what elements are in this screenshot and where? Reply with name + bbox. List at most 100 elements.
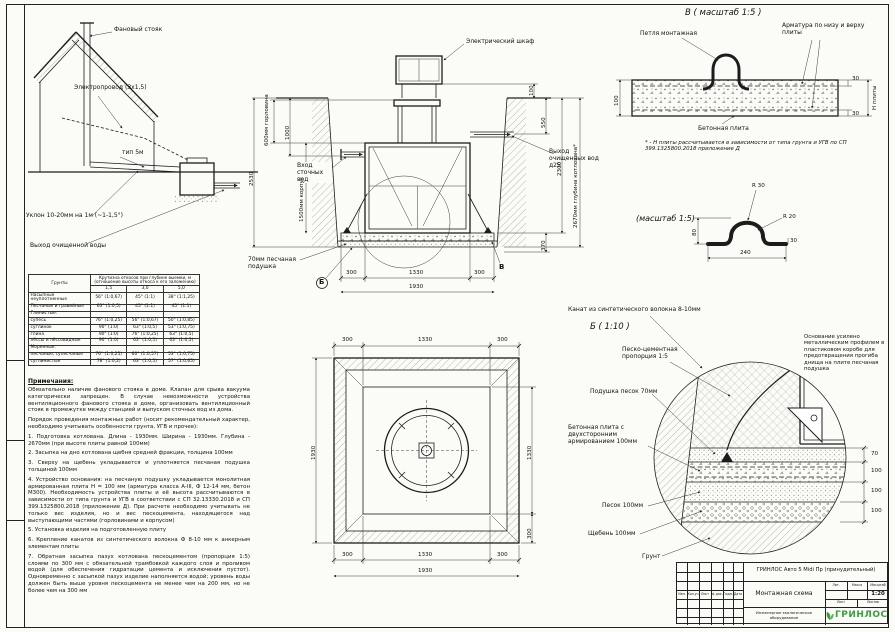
slope-column-header: Крутизна откосов при глубине выемки, м (… (90, 273, 200, 287)
dim-300-right: 300 (474, 270, 485, 276)
note-paragraph: 5. Установка изделия на подготовленную п… (28, 527, 167, 534)
dim-100a: 100 (871, 468, 882, 474)
depth-2: 3,0 (126, 285, 164, 294)
dim-2530: 2530 (249, 171, 255, 186)
inlet-label: Вход сточных вод (296, 162, 332, 184)
slab-label: Бетонная плита с двухсторонним армирован… (568, 424, 638, 446)
dim-100b: 100 (871, 488, 882, 494)
dim-1330: 1330 (409, 270, 424, 276)
col-koluch: Кол.уч (687, 592, 699, 596)
plan-right-300: 300 (527, 528, 533, 539)
plan-top-300b: 300 (497, 337, 508, 343)
title-block: Изм. Кол.уч Лист № док. Подп. Дата ГРИНЛ… (676, 562, 889, 625)
cushion-label: Подушка песок 70мм (590, 388, 658, 395)
table-row: Глинистые: (28, 310, 201, 319)
dimension-lines (616, 79, 872, 117)
table-subheader-row: 1,5 3,0 5,0 (29, 285, 201, 294)
slope-label: Уклон 10-20мм на 1м (~1-1,5°) (26, 212, 124, 219)
station-box (174, 157, 220, 202)
detail-v-footnote: * - Н плиты рассчитывается в зависимости… (645, 140, 847, 153)
dimension-lines (694, 189, 789, 262)
dim-100c: 100 (871, 508, 882, 514)
col-izm: Изм. (678, 592, 686, 596)
detail-v-drawing (616, 37, 872, 125)
col-podp: Подп. (723, 592, 733, 596)
col-doc: № док. (711, 592, 723, 596)
rebar-label: Арматура по низу и верху плиты (782, 22, 865, 37)
detail-v-marker: В (499, 263, 505, 271)
detail-b: Б ( 1:10 ) Канат из синтетического волок… (550, 296, 895, 586)
plan-view: 300 1330 300 1930 1330 300 300 1330 300 … (296, 328, 546, 606)
margin-divider (7, 360, 24, 361)
sheet-margin-line (24, 5, 25, 627)
hook-shape (706, 220, 788, 246)
dim-30: 30 (790, 238, 798, 244)
leader-lines (299, 43, 555, 279)
dim-550: 550 (541, 117, 547, 128)
dim-1930: 1930 (409, 284, 424, 290)
pit-cross-section: Электрический шкаф Вход сточных вод Выхо… (246, 36, 606, 322)
title-block-line (699, 563, 700, 625)
soil-table: Грунты Крутизна откосов при глубине выем… (28, 273, 201, 367)
rope-curve (726, 365, 797, 451)
dim-100: 100 (529, 85, 535, 96)
title-block-line (743, 607, 889, 608)
margin-divider (7, 440, 24, 441)
mounting-loop (702, 53, 750, 91)
slab-label: Бетонная плита (698, 125, 749, 132)
plan-bottom-1930: 1930 (418, 568, 433, 574)
table-header-row: Грунты Крутизна откосов при глубине выем… (28, 273, 200, 294)
note-paragraph: 1. Подготовка котлована. Длина - 1930мм.… (28, 433, 250, 447)
dimension-lines (840, 445, 868, 525)
scale-value: 1:20 (871, 591, 885, 597)
neck-height-label: 600мм горловина (264, 94, 270, 146)
dim-100: 100 (614, 95, 620, 106)
plan-right-1330: 1330 (527, 445, 533, 460)
slab-section (631, 79, 839, 117)
rope-label: Канат из синтетического волокна 8-10мм (568, 306, 701, 313)
tank-body (364, 142, 471, 234)
cabinet-label: Электрический шкаф (466, 38, 535, 45)
house-side-view: Фановый стояк Электропровод (3х1,5) тип … (26, 20, 261, 270)
plan-bottom-1330: 1330 (418, 552, 433, 558)
vent-stack-pipe (80, 22, 94, 166)
plan-top-300a: 300 (342, 337, 353, 343)
note-paragraph: 7. Обратная засыпка пазух котлована песк… (28, 553, 250, 594)
title-block-line (677, 581, 743, 582)
title-block-line (677, 617, 743, 618)
gravel-label: Щебень 100мм (588, 530, 636, 537)
neck-circle (376, 400, 477, 501)
detail-content (654, 362, 846, 554)
document-name: Монтажная схема (755, 590, 813, 597)
dim-80: 80 (692, 228, 698, 236)
notes-heading: Примечания: (28, 378, 74, 385)
title-block-line (677, 608, 743, 609)
col-data: Дата (733, 592, 743, 596)
layer-gravel (681, 501, 846, 522)
soil-label: Грунт (642, 553, 661, 560)
title-block-line (733, 563, 734, 625)
col-list: Лист (700, 592, 710, 596)
treated-water-pipe (214, 182, 240, 189)
layer-slab (686, 461, 846, 482)
plan-left-1930: 1930 (311, 445, 317, 460)
detail-v: В ( масштаб 1:5 ) (600, 6, 890, 166)
title-block-line (825, 590, 889, 591)
title-block-line (825, 581, 826, 625)
wiring-label: Электропровод (3х1,5) (74, 84, 147, 91)
clean-water-outlet-label: Выход очищенной воды (30, 242, 107, 249)
sheet-label: Лист (836, 600, 846, 604)
plan-drawing (312, 342, 536, 578)
loop-label: Петля монтажная (640, 30, 697, 37)
depth-3: 5,0 (162, 285, 201, 294)
house-walls (39, 82, 155, 172)
soil-hatch (312, 98, 526, 247)
hook-title: (масштаб 1:5) (636, 214, 695, 223)
dim-2300: 2300 (557, 161, 563, 176)
sand-cushion (338, 240, 497, 247)
detail-b-circle (357, 175, 451, 269)
mass-label: Масса (851, 583, 863, 587)
dim-240: 240 (740, 250, 751, 256)
outlet-pipe (470, 131, 514, 138)
